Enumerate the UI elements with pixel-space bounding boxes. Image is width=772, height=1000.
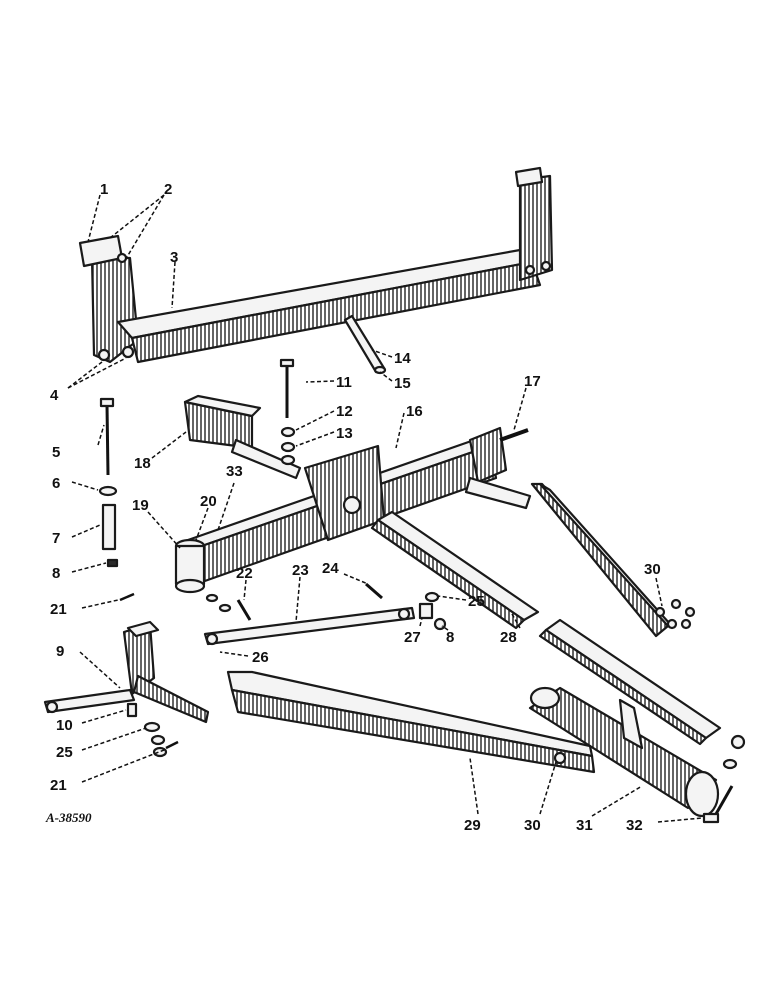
callout-14: 14 — [394, 350, 411, 367]
nut — [730, 734, 746, 750]
callout-25: 25 — [56, 744, 73, 761]
callout-24: 24 — [322, 560, 339, 577]
callout-23: 23 — [292, 562, 309, 579]
bolt — [702, 785, 734, 824]
upper-frame — [78, 166, 554, 364]
callout-31: 31 — [576, 817, 593, 834]
callout-17: 17 — [524, 373, 541, 390]
bolt — [365, 582, 383, 600]
callout-26: 26 — [252, 649, 269, 666]
callout-32: 32 — [626, 817, 643, 834]
callout-10: 10 — [56, 717, 73, 734]
nut — [433, 617, 447, 631]
bolt-stack — [279, 358, 296, 466]
channel-arm — [530, 482, 672, 638]
callout-18: 18 — [134, 455, 151, 472]
callout-9: 9 — [56, 643, 64, 660]
bracket — [183, 394, 302, 480]
callout-8: 8 — [446, 629, 454, 646]
kingpin-stack — [98, 397, 119, 568]
steering-knuckle — [43, 620, 210, 724]
callout-16: 16 — [406, 403, 423, 420]
callout-11: 11 — [336, 374, 352, 391]
cotter-pin — [119, 592, 135, 602]
callout-1: 1 — [100, 181, 108, 198]
bolt — [236, 599, 252, 621]
tube — [538, 618, 722, 746]
knuckle-hardware — [126, 702, 168, 758]
washer — [424, 591, 440, 603]
callout-29: 29 — [464, 817, 481, 834]
callout-33: 33 — [226, 463, 243, 480]
tie-rod — [203, 606, 416, 646]
callout-28: 28 — [500, 629, 517, 646]
nut — [205, 593, 219, 603]
callout-30: 30 — [644, 561, 661, 578]
radius-tube — [370, 510, 540, 630]
callout-27: 27 — [404, 629, 421, 646]
nut — [218, 603, 232, 613]
callout-13: 13 — [336, 425, 353, 442]
cotter-pin — [165, 740, 179, 750]
callout-8: 8 — [52, 565, 60, 582]
callout-25: 25 — [468, 593, 485, 610]
housing — [528, 686, 720, 818]
callout-7: 7 — [52, 530, 60, 547]
axle-beam — [174, 426, 532, 594]
callout-30: 30 — [524, 817, 541, 834]
figure-id: A-38590 — [45, 810, 92, 825]
leader-lines — [67, 194, 703, 823]
callout-20: 20 — [200, 493, 217, 510]
callout-15: 15 — [394, 375, 411, 392]
callouts: 1 2 3 4 5 6 7 8 9 10 11 12 13 14 15 16 1… — [50, 181, 661, 834]
callout-21: 21 — [50, 777, 67, 794]
callout-21: 21 — [50, 601, 67, 618]
callout-5: 5 — [52, 444, 60, 461]
callout-12: 12 — [336, 403, 353, 420]
washer — [722, 758, 738, 770]
pin — [343, 314, 387, 375]
callout-22: 22 — [236, 565, 253, 582]
drawbar — [226, 670, 596, 774]
bolt-set — [654, 598, 696, 630]
callout-6: 6 — [52, 475, 60, 492]
callout-19: 19 — [132, 497, 149, 514]
callout-3: 3 — [170, 249, 178, 266]
bushing — [418, 602, 434, 620]
callout-4: 4 — [50, 387, 59, 404]
callout-2: 2 — [164, 181, 172, 198]
